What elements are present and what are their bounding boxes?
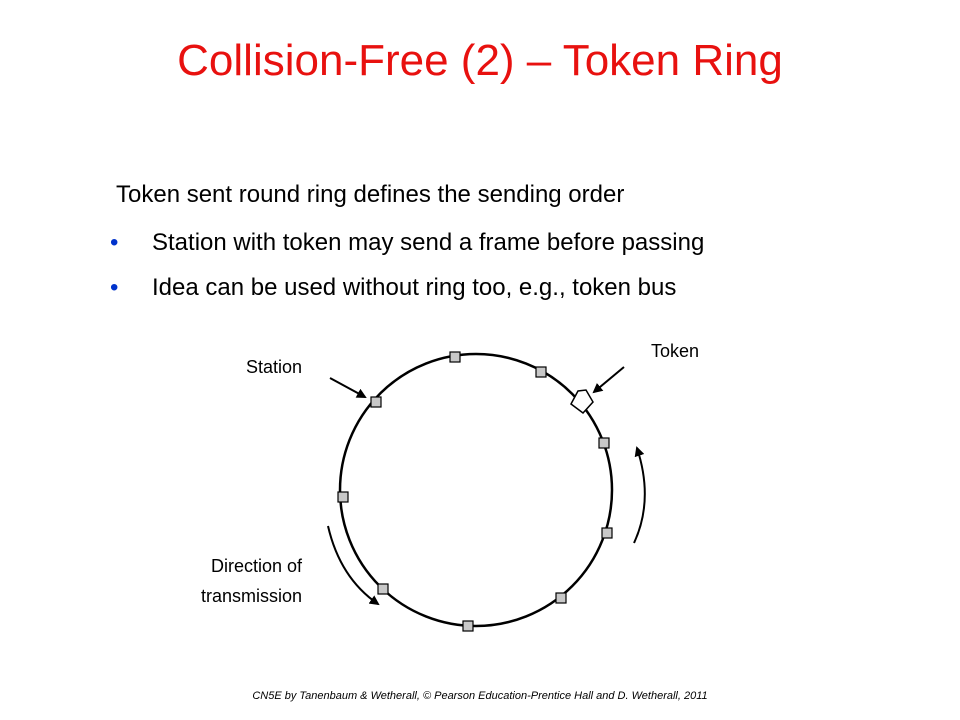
station-node	[535, 366, 547, 378]
slide-footer: CN5E by Tanenbaum & Wetherall, © Pearson…	[252, 690, 708, 702]
bullet-dot: •	[110, 274, 119, 301]
slide-title: Collision-Free (2) – Token Ring	[177, 36, 783, 85]
bullet-text: Idea can be used without ring too, e.g.,…	[152, 274, 677, 301]
direction-arrow-left	[327, 525, 380, 606]
direction-label-line2: transmission	[201, 586, 302, 606]
station-node	[370, 396, 382, 408]
token-pointer-arrow	[592, 366, 625, 394]
bullet-dot: •	[110, 229, 119, 256]
station-node	[601, 527, 613, 539]
ring	[338, 352, 614, 628]
token-marker	[570, 389, 594, 415]
intro-text: Token sent round ring defines the sendin…	[116, 181, 625, 208]
station-node	[449, 351, 461, 363]
station-node	[462, 620, 474, 632]
station-pointer-arrow	[329, 377, 367, 398]
direction-label-line1: Direction of	[211, 556, 303, 576]
token-label: Token	[651, 341, 699, 361]
station-node	[555, 592, 567, 604]
direction-arrow-right	[633, 446, 646, 544]
station-node	[598, 437, 610, 449]
station-node	[337, 491, 349, 503]
station-node	[377, 583, 389, 595]
stations	[337, 351, 613, 632]
station-label: Station	[246, 357, 302, 377]
bullet-text: Station with token may send a frame befo…	[152, 229, 705, 256]
